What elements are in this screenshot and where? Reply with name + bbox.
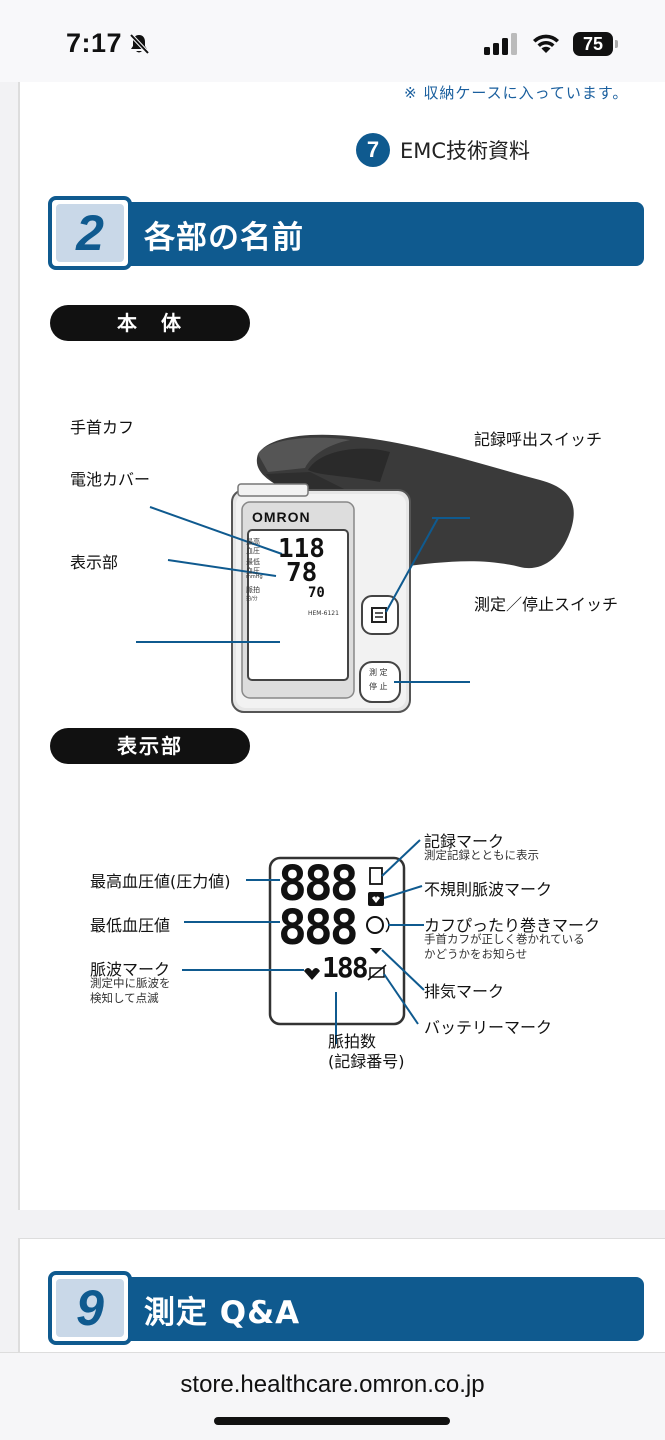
section-title: 測定 Q&A [144, 1295, 301, 1331]
label-battery-cover: 電池カバー [70, 470, 151, 489]
status-bar: 7:17 75 [0, 0, 665, 82]
device-button-text-2: 停 止 [369, 682, 388, 691]
device-brand: OMRON [252, 509, 311, 525]
display-digits-mid: 888 [278, 900, 359, 956]
display-digits-top: 888 [278, 856, 359, 912]
label-systolic: 最高血圧値(圧力値) [90, 872, 231, 891]
section-number: 2 [56, 204, 124, 262]
label-cuff-wrap-sub-1: 手首カフが正しく巻かれている [424, 932, 585, 946]
device-pulse-unit: 拍/分 [246, 596, 258, 602]
display-digits-small: 188 [322, 951, 369, 984]
section-title: 各部の名前 [144, 220, 304, 256]
home-indicator[interactable] [214, 1417, 450, 1425]
bell-muted-icon [129, 33, 150, 55]
label-display: 表示部 [70, 553, 119, 572]
section-number-box: 2 [48, 196, 132, 270]
status-time: 7:17 [66, 28, 123, 58]
toc-item-emc[interactable]: 7 EMC技術資料 [356, 133, 530, 167]
device-dia-label: 最低 血圧 [246, 558, 260, 575]
label-pulse-mark-sub-1: 測定中に脈波を [90, 976, 171, 990]
device-sys-value: 118 [278, 534, 325, 564]
toc-number-badge: 7 [356, 133, 390, 167]
device-illustration [136, 434, 574, 713]
label-record-number: (記録番号) [328, 1052, 405, 1071]
cellular-signal-icon [484, 33, 517, 55]
label-start-stop-switch: 測定／停止スイッチ [474, 595, 619, 614]
browser-bottom-bar: store.healthcare.omron.co.jp [0, 1352, 665, 1440]
toc-item-label: EMC技術資料 [400, 139, 531, 163]
section-number: 9 [56, 1279, 124, 1337]
label-cuff-wrap-sub-2: かどうかをお知らせ [424, 947, 528, 961]
device-model: HEM-6121 [308, 610, 339, 617]
label-exhaust-mark: 排気マーク [424, 982, 505, 1001]
subsection-pill-display: 表示部 [50, 728, 250, 764]
device-pulse-value: 70 [308, 585, 325, 601]
device-sys-label: 最高 血圧 [246, 538, 260, 555]
label-record-mark: 記録マーク [424, 832, 505, 851]
device-unit: mmHg [246, 574, 263, 580]
label-diastolic: 最低血圧値 [90, 916, 171, 935]
section-header-qa: 9 測定 Q&A [48, 1271, 644, 1345]
label-memory-switch: 記録呼出スイッチ [474, 430, 603, 449]
section-number-box: 9 [48, 1271, 132, 1345]
battery-icon: 75 [573, 32, 619, 56]
document-page-2[interactable]: 9 測定 Q&A [18, 1238, 665, 1368]
top-note: ※ 収納ケースに入っています。 [404, 84, 629, 102]
label-irregular-pulse: 不規則脈波マーク [424, 880, 553, 899]
wifi-icon [533, 34, 559, 53]
label-cuff-wrap-mark: カフぴったり巻きマーク [424, 916, 601, 935]
label-battery-mark: バッテリーマーク [424, 1018, 553, 1037]
battery-level: 75 [573, 32, 613, 56]
device-pulse-label: 脈拍 [246, 586, 260, 594]
device-button-text-1: 測 定 [369, 668, 388, 677]
label-pulse-mark-sub-2: 検知して点滅 [90, 991, 159, 1005]
label-record-mark-sub: 測定記録とともに表示 [424, 848, 539, 862]
address-bar-url[interactable]: store.healthcare.omron.co.jp [180, 1371, 485, 1398]
label-pulse-rate: 脈拍数 [328, 1032, 377, 1051]
subsection-pill-main-body: 本 体 [50, 305, 250, 341]
display-diagram [182, 839, 425, 1044]
label-pulse-mark: 脈波マーク [90, 960, 171, 979]
label-wrist-cuff: 手首カフ [70, 418, 135, 437]
document-page[interactable]: ※ 収納ケースに入っています。 7 EMC技術資料 2 各部の名前 本 体 [18, 82, 665, 1210]
device-dia-value: 78 [286, 558, 318, 588]
section-header-parts: 2 各部の名前 [48, 196, 644, 270]
